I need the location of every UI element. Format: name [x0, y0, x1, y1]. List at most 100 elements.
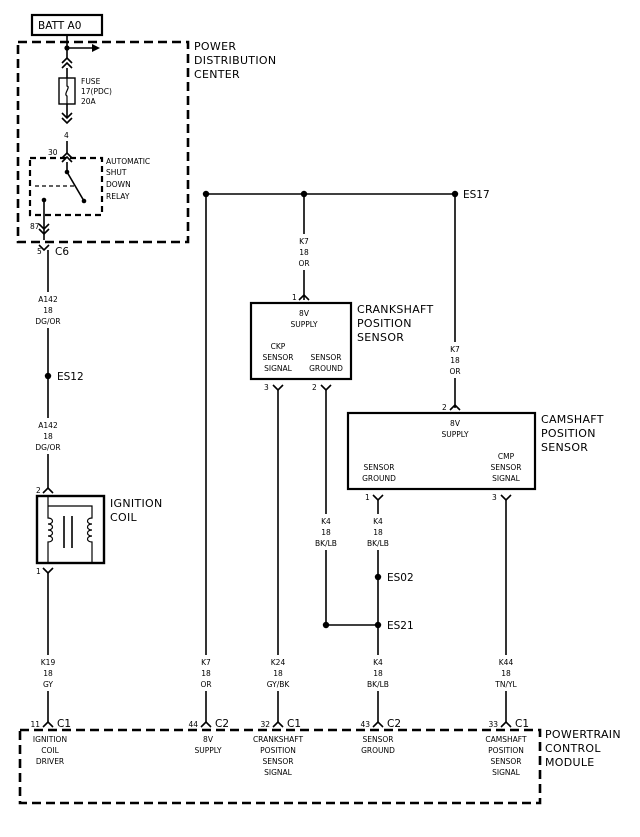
- pdc-label-line1: POWER: [194, 40, 236, 53]
- pin-30-label: 30: [48, 148, 58, 157]
- ckp-label-line3: SENSOR: [357, 331, 404, 344]
- cmp-signal-line2: SENSOR: [491, 463, 522, 472]
- ckp-signal-line3: SIGNAL: [264, 364, 293, 373]
- ckp-signal-line1: CKP: [271, 342, 286, 351]
- ckp-ground-line1: SENSOR: [311, 353, 342, 362]
- svg-text:18: 18: [373, 669, 383, 678]
- svg-text:18: 18: [501, 669, 511, 678]
- svg-text:K7: K7: [299, 237, 309, 246]
- svg-text:OR: OR: [200, 680, 211, 689]
- asd-relay-box: [28, 156, 104, 217]
- svg-text:43: 43: [360, 720, 370, 729]
- es21-splice: [374, 621, 382, 629]
- pdc-label-line3: CENTER: [194, 68, 240, 81]
- svg-text:K19: K19: [41, 658, 56, 667]
- fuse-label-line2: 17(PDC): [81, 87, 112, 96]
- svg-text:CAMSHAFT: CAMSHAFT: [485, 735, 527, 744]
- ckp-pin3-connector-icon: [272, 384, 284, 392]
- svg-text:SIGNAL: SIGNAL: [264, 768, 293, 777]
- ignition-coil-label-line2: COIL: [110, 511, 137, 524]
- svg-text:18: 18: [43, 669, 53, 678]
- svg-text:SENSOR: SENSOR: [363, 735, 394, 744]
- pin-87-label: 87: [30, 222, 40, 231]
- fuse-bottom-connector-icon: [61, 112, 73, 125]
- pcm-terminal-ckp-signal: 32 C1 CRANKSHAFT POSITION SENSOR SIGNAL: [253, 718, 304, 777]
- svg-text:BK/LB: BK/LB: [315, 539, 337, 548]
- svg-text:K4: K4: [321, 517, 331, 526]
- ckp-pin2-connector-icon: [320, 384, 332, 392]
- k7-cmp-label: K7 18 OR: [443, 342, 467, 378]
- svg-text:18: 18: [373, 528, 383, 537]
- a142-top-label: A142 18 DG/OR: [33, 292, 67, 328]
- battery-label-text: BATT A0: [38, 20, 81, 32]
- svg-text:GY/BK: GY/BK: [267, 680, 291, 689]
- pdc-label-line2: DISTRIBUTION: [194, 54, 276, 67]
- asd-label-line4: RELAY: [106, 192, 130, 201]
- k44-label: K44 18 TN/YL: [490, 655, 522, 691]
- k24-label: K24 18 GY/BK: [262, 655, 294, 691]
- power-distribution-center-box: [16, 40, 190, 244]
- cmp-pin2-connector-icon: [449, 403, 461, 411]
- cmp-pin3-label: 3: [492, 493, 497, 502]
- crankshaft-position-sensor-box: [249, 301, 353, 381]
- svg-text:C2: C2: [215, 718, 229, 730]
- svg-text:K7: K7: [201, 658, 211, 667]
- svg-text:18: 18: [201, 669, 211, 678]
- cmp-pin3-connector-icon: [500, 494, 512, 502]
- svg-text:SIGNAL: SIGNAL: [492, 768, 521, 777]
- ignition-coil-label-line1: IGNITION: [110, 497, 163, 510]
- fuse-label-line3: 20A: [81, 97, 97, 106]
- svg-text:SUPPLY: SUPPLY: [194, 746, 221, 755]
- pcm-label-line3: MODULE: [545, 756, 595, 769]
- pcm-label-line2: CONTROL: [545, 742, 601, 755]
- cmp-pin1-connector-icon: [372, 494, 384, 502]
- ckp-pin2-label: 2: [312, 383, 317, 392]
- coil-pin2-label: 2: [36, 486, 41, 495]
- cmp-signal-line1: CMP: [498, 452, 515, 461]
- cmp-signal-line3: SIGNAL: [492, 474, 521, 483]
- pcm-label-line1: POWERTRAIN: [545, 728, 621, 741]
- battery-label: BATT A0: [30, 13, 104, 37]
- svg-text:GROUND: GROUND: [361, 746, 395, 755]
- svg-text:K4: K4: [373, 517, 383, 526]
- svg-text:GY: GY: [43, 680, 53, 689]
- svg-text:18: 18: [43, 432, 53, 441]
- ignition-coil-icon: [47, 496, 100, 564]
- cmp-ground-line2: GROUND: [362, 474, 396, 483]
- svg-text:SENSOR: SENSOR: [263, 757, 294, 766]
- cmp-ground-line1: SENSOR: [364, 463, 395, 472]
- ckp-label-line2: POSITION: [357, 317, 412, 330]
- svg-text:K24: K24: [271, 658, 286, 667]
- cmp-label-line1: CAMSHAFT: [541, 413, 604, 426]
- es02-label: ES02: [387, 572, 414, 584]
- svg-text:C1: C1: [57, 718, 71, 730]
- es02-splice: [374, 573, 382, 581]
- cmp-supply-line1: 8V: [450, 419, 461, 428]
- relay-top-connector-icon: [61, 151, 73, 163]
- cmp-label-line3: SENSOR: [541, 441, 588, 454]
- svg-text:33: 33: [488, 720, 498, 729]
- coil-pin2-connector-icon: [42, 486, 54, 494]
- svg-text:DG/OR: DG/OR: [35, 443, 60, 452]
- svg-text:DRIVER: DRIVER: [36, 757, 64, 766]
- svg-text:OR: OR: [449, 367, 460, 376]
- es12-splice: [44, 372, 52, 380]
- svg-text:BK/LB: BK/LB: [367, 680, 389, 689]
- svg-text:18: 18: [43, 306, 53, 315]
- svg-text:A142: A142: [38, 421, 58, 430]
- pin-4-label: 4: [64, 131, 69, 140]
- svg-text:TN/YL: TN/YL: [494, 680, 517, 689]
- svg-text:SENSOR: SENSOR: [491, 757, 522, 766]
- cmp-label-line2: POSITION: [541, 427, 596, 440]
- c6-connector-label: C6: [55, 246, 69, 258]
- relay-contact-point: [81, 198, 87, 204]
- svg-text:C1: C1: [515, 718, 529, 730]
- svg-text:8V: 8V: [203, 735, 214, 744]
- asd-label-line3: DOWN: [106, 180, 131, 189]
- pcm-terminal-cmp-signal: 33 C1 CAMSHAFT POSITION SENSOR SIGNAL: [485, 718, 529, 777]
- coil-pin1-label: 1: [36, 567, 41, 576]
- svg-text:18: 18: [321, 528, 331, 537]
- cmp-pin1-label: 1: [365, 493, 370, 502]
- ckp-signal-line2: SENSOR: [263, 353, 294, 362]
- svg-text:K44: K44: [499, 658, 514, 667]
